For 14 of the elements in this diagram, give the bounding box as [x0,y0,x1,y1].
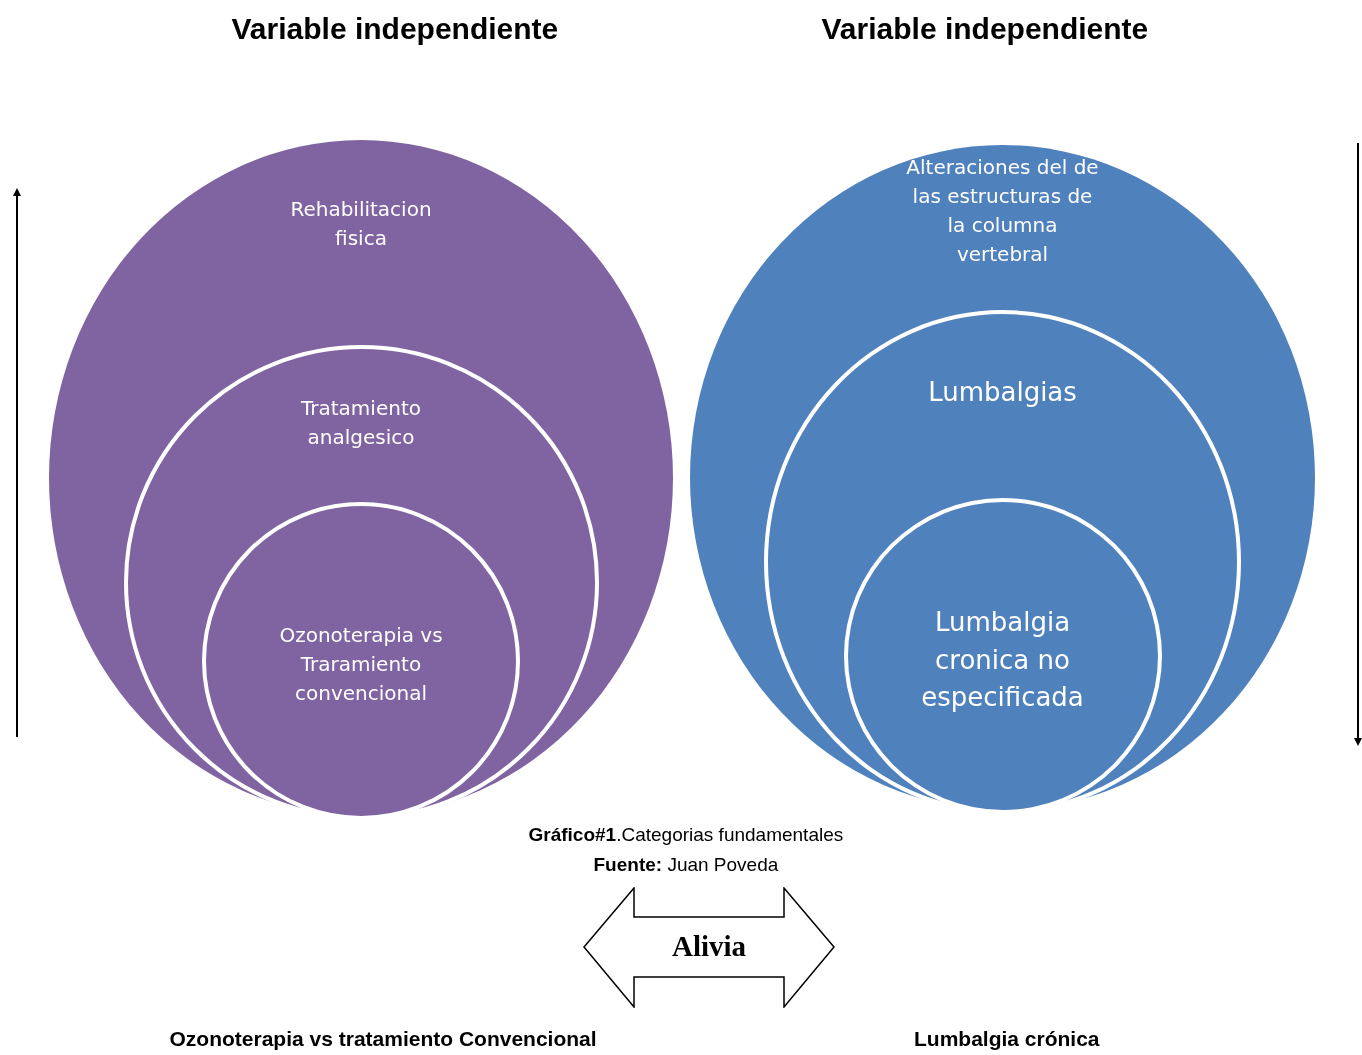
source-note: Fuente: Juan Poveda [593,854,779,876]
figure-caption: Gráfico#1.Categorias fundamentales [528,824,844,846]
category-label: Ozonoterapia vs tratamiento Convencional [169,1027,597,1051]
circle-label: Lumbalgia cronica no especificada [920,606,1085,715]
circle-label: Alteraciones del de las estructuras de la columna vertebral [905,154,1100,268]
circle-label: Ozonoterapia vs Traramiento convencional [278,622,444,707]
circle-label: Tratamiento analgesico [300,395,422,451]
heading: Variable independiente [231,12,559,46]
double-arrow-shape [583,887,835,1008]
circle-label: Lumbalgias [927,376,1078,409]
category-label: Lumbalgia crónica [914,1027,1100,1051]
heading: Variable independiente [821,12,1149,46]
circle-label: Rehabilitacion fisica [289,196,433,252]
arrow-label: Alivia [670,929,748,963]
